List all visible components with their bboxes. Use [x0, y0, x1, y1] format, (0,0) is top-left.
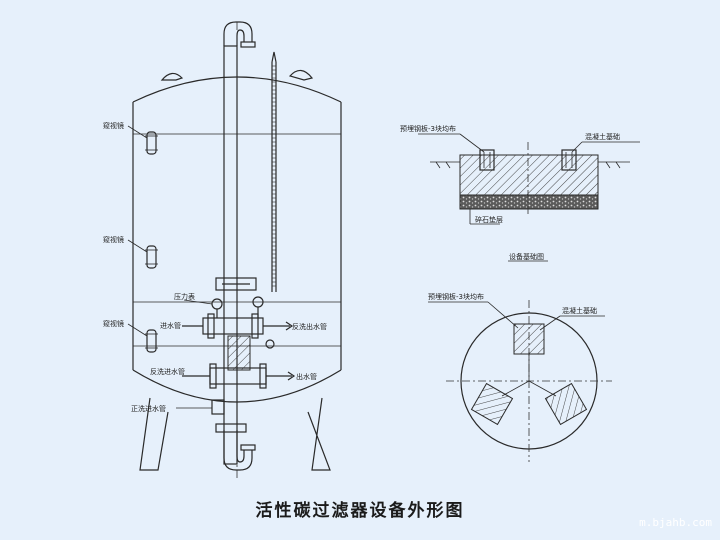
label-concrete-foundation-plan: 混凝土基础: [562, 306, 597, 315]
lower-pipe-cross: [182, 363, 296, 389]
sight-glass-2: [127, 239, 158, 269]
label-embedded-plate-plan: 预埋钢板-3块均布: [428, 292, 484, 301]
tank-leg-right: [307, 397, 331, 471]
label-backwash-outlet: 反洗出水管: [292, 322, 327, 331]
pressure-gauge: [183, 296, 264, 318]
label-sight-glass-2: 窥视镜: [103, 235, 124, 244]
foundation-plan: 预埋钢板-3块均布 混凝土基础: [428, 292, 612, 462]
sight-glass-1: [127, 125, 158, 155]
concrete-block: [459, 154, 599, 196]
label-gravel-layer: 碎石垫层: [475, 215, 503, 224]
label-concrete-foundation-top: 混凝土基础: [585, 132, 620, 141]
lifting-lug-left: [160, 72, 184, 81]
upper-pipe-cross: [182, 313, 294, 349]
top-valve-body: [215, 277, 257, 291]
label-backwash-inlet: 反洗进水管: [150, 367, 185, 376]
foundation-section: 预埋钢板-3块均布 混凝土基础 碎石垫层 设备基础图: [400, 124, 640, 262]
central-pipe: [223, 45, 238, 465]
drawing-title: 活性碳过滤器设备外形图: [255, 501, 465, 521]
pad-left: [470, 382, 514, 426]
label-forward-wash-inlet: 正洗进水管: [131, 404, 166, 413]
label-foundation-caption: 设备基础图: [509, 252, 544, 261]
label-outlet-pipe: 出水管: [296, 372, 317, 381]
lifting-lug-right: [288, 69, 314, 81]
watermark: m.bjahb.com: [639, 516, 712, 529]
label-pressure-gauge: 压力表: [174, 292, 195, 301]
gravel-layer: [459, 194, 599, 210]
pad-right: [544, 382, 588, 426]
tank-leg-left: [139, 397, 169, 471]
label-inlet-pipe: 进水管: [160, 321, 181, 330]
label-sight-glass-1: 窥视镜: [103, 121, 124, 130]
filter-tank: 窥视镜 窥视镜 窥视镜 压力表 进水管 反洗出水管 反洗进水管 出水管 正洗进水…: [103, 21, 342, 478]
bottom-fitting: [211, 399, 225, 415]
pad-top: [513, 323, 545, 355]
label-embedded-plate-top: 预埋钢板-3块均布: [400, 124, 456, 133]
sight-glass-3: [127, 323, 158, 353]
label-sight-glass-3: 窥视镜: [103, 319, 124, 328]
filter-media: [227, 335, 251, 371]
